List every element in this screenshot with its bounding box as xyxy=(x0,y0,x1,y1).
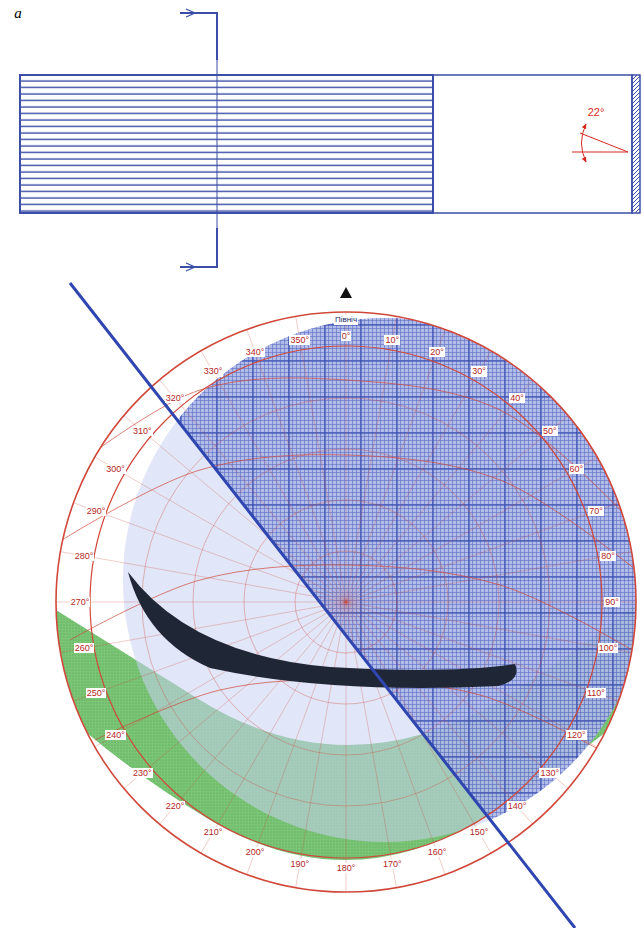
azimuth-label: 60° xyxy=(569,464,585,474)
azimuth-line xyxy=(346,602,598,646)
section-line xyxy=(180,13,217,267)
azimuth-label: 70° xyxy=(588,506,604,516)
azimuth-line xyxy=(346,474,568,602)
azimuth-line xyxy=(346,602,568,730)
wall-strip xyxy=(632,75,640,213)
azimuth-label: 120° xyxy=(566,730,587,740)
azimuth-line xyxy=(346,602,390,854)
azimuth-line xyxy=(258,602,346,843)
azimuth-label: 310° xyxy=(132,426,153,436)
azimuth-label: 250° xyxy=(86,688,107,698)
azimuth-label: 270° xyxy=(70,597,91,607)
azimuth-label: 180° xyxy=(336,863,357,873)
angle-line xyxy=(572,152,628,153)
azimuth-label: 240° xyxy=(105,730,126,740)
azimuth-tick xyxy=(568,457,597,474)
azimuth-label: 280° xyxy=(74,551,95,561)
inner-ring xyxy=(90,346,602,858)
angle-line xyxy=(580,133,628,152)
figure-letter: a xyxy=(14,5,22,22)
azimuth-line xyxy=(302,602,346,854)
azimuth-label: 300° xyxy=(105,464,126,474)
azimuth-label: 20° xyxy=(429,347,445,357)
azimuth-line xyxy=(346,437,542,602)
azimuth-label: 200° xyxy=(245,847,266,857)
azimuth-line xyxy=(181,406,346,602)
altitude-grid xyxy=(56,312,636,892)
azimuth-label: 80° xyxy=(600,551,616,561)
azimuth-line xyxy=(346,602,347,858)
azimuth-label: 210° xyxy=(203,827,224,837)
azimuth-line xyxy=(346,406,511,602)
angle-arc xyxy=(582,124,586,162)
building-plan xyxy=(20,9,640,271)
azimuth-line xyxy=(218,602,346,824)
azimuth-label: 170° xyxy=(382,859,403,869)
facade-line xyxy=(70,283,575,928)
azimuth-label: 350° xyxy=(289,335,310,345)
shadow-crescent xyxy=(128,572,517,688)
angle-label: 22° xyxy=(587,106,606,119)
sun-path xyxy=(62,455,636,570)
azimuth-line xyxy=(90,602,346,603)
azimuth-line xyxy=(346,514,587,602)
azimuth-label: 140° xyxy=(507,801,528,811)
azimuth-line xyxy=(150,437,346,602)
outer-ring xyxy=(56,312,636,892)
azimuth-line xyxy=(346,361,434,602)
sun-chart xyxy=(40,283,644,928)
azimuth-label: 110° xyxy=(586,688,606,698)
azimuth-line xyxy=(346,602,511,798)
azimuth-line xyxy=(346,350,390,602)
azimuth-label: 260° xyxy=(74,643,95,653)
section-line xyxy=(217,60,218,228)
azimuth-line xyxy=(346,346,347,602)
azimuth-label: 220° xyxy=(165,801,186,811)
azimuth-line xyxy=(94,602,346,646)
azimuth-line xyxy=(346,602,474,824)
azimuth-tick xyxy=(542,416,568,438)
open-block xyxy=(433,75,632,213)
section-arrow xyxy=(186,9,195,271)
azimuth-line xyxy=(346,602,602,603)
north-marker xyxy=(340,287,352,298)
azimuth-label: 30° xyxy=(471,366,487,376)
azimuth-label: 230° xyxy=(132,768,153,778)
azimuth-label: 290° xyxy=(86,506,107,516)
azimuth-label: 0° xyxy=(341,331,352,341)
azimuth-label: 100° xyxy=(598,643,619,653)
sun-path xyxy=(70,378,630,520)
azimuth-label: 130° xyxy=(539,768,560,778)
north-label: Північ xyxy=(334,315,358,324)
azimuth-label: 190° xyxy=(289,859,310,869)
azimuth-label: 330° xyxy=(203,366,224,376)
azimuth-label: 40° xyxy=(509,393,525,403)
azimuth-label: 50° xyxy=(542,426,558,436)
azimuth-label: 90° xyxy=(604,597,620,607)
azimuth-line xyxy=(218,380,346,602)
azimuth-label: 160° xyxy=(427,847,448,857)
azimuth-label: 150° xyxy=(469,827,490,837)
azimuth-line xyxy=(181,602,346,798)
azimuth-label: 320° xyxy=(165,393,186,403)
azimuth-line xyxy=(346,558,598,602)
azimuth-line xyxy=(302,350,346,602)
sun-path xyxy=(95,680,600,750)
hatched-block xyxy=(20,75,433,213)
azimuth-label: 340° xyxy=(245,347,266,357)
azimuth-label: 10° xyxy=(384,335,400,345)
azimuth-line xyxy=(346,602,434,843)
